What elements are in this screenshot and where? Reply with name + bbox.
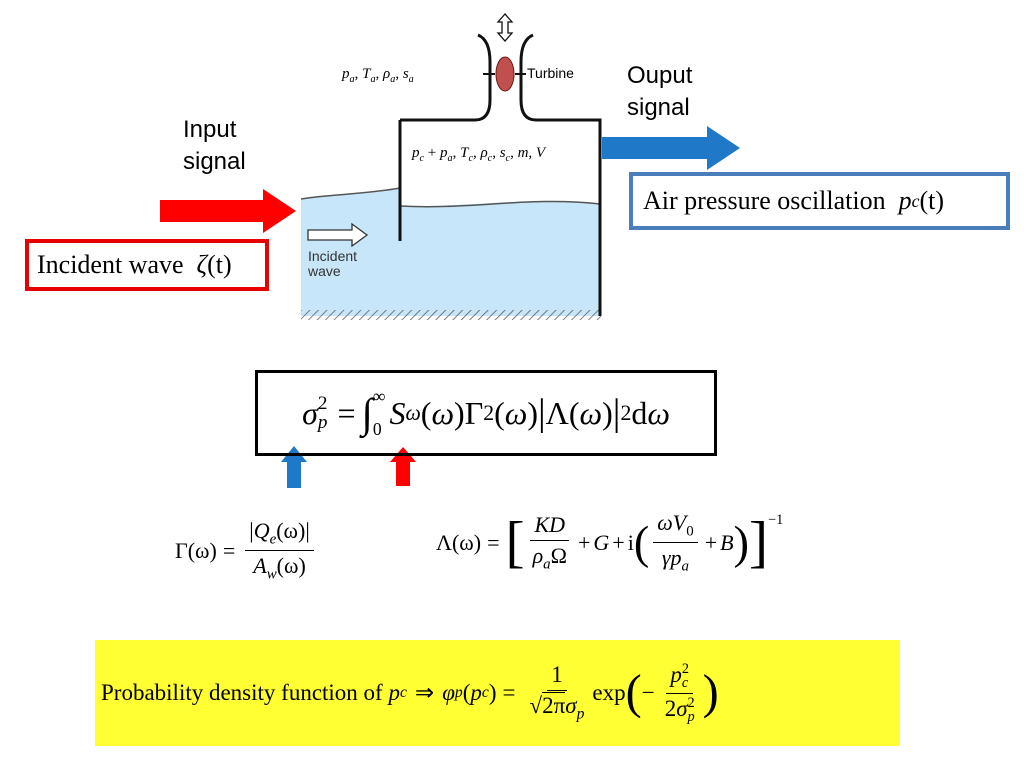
gamma-equation: Γ(ω) = |Qe(ω)| Aw(ω) xyxy=(175,518,318,584)
water-surface-outside xyxy=(300,187,401,200)
owc-chamber xyxy=(398,33,602,316)
turbine-icon xyxy=(495,56,515,92)
red-up-arrow-icon xyxy=(390,447,416,486)
incident-wave-inner-label: Incident wave xyxy=(308,248,358,279)
lambda-equation: Λ(ω) = [ KD ρaΩ +G+i ( ωV0 γpa +B ) ]−1 xyxy=(436,510,784,575)
seabed xyxy=(301,310,601,320)
output-signal-label: Ouput signal xyxy=(627,62,693,121)
water-surface-chamber xyxy=(399,200,601,208)
incident-wave-box: Incident wave ζ(t) xyxy=(25,239,269,291)
output-arrow-icon xyxy=(602,126,740,170)
incident-wave-arrow-icon xyxy=(307,222,369,248)
water-body xyxy=(301,188,400,316)
double-arrow-icon xyxy=(496,13,514,42)
input-arrow-icon xyxy=(160,189,296,233)
input-signal-label: Input signal xyxy=(183,116,246,175)
water-chamber xyxy=(400,201,600,316)
blue-up-arrow-icon xyxy=(281,446,307,488)
chamber-variables: pc + pa, Tc, ρc, sc, m, V xyxy=(412,145,546,164)
turbine-label: Turbine xyxy=(527,65,574,81)
ambient-variables: pa, Ta, ρa, sa xyxy=(342,66,414,85)
